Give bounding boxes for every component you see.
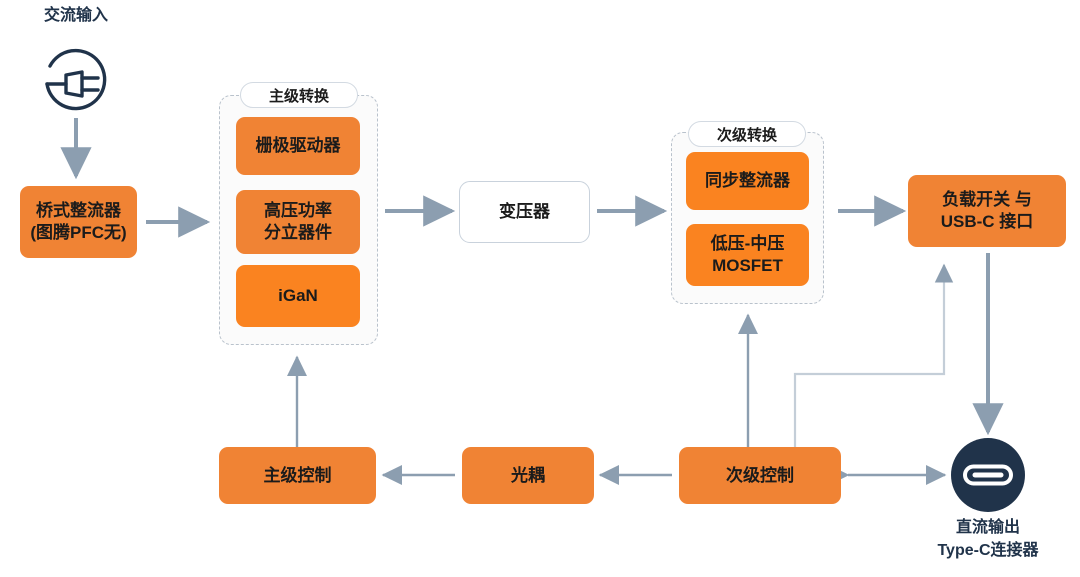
group-label-secondary-conversion: 次级转换 [688, 121, 806, 147]
group-label-primary-conversion: 主级转换 [240, 82, 358, 108]
dc-output-caption: 直流输出 Type-C连接器 [937, 519, 1039, 560]
node-primary-control[interactable]: 主级控制 [219, 447, 376, 504]
node-secondary-control[interactable]: 次级控制 [679, 447, 841, 504]
node-sync-rectifier[interactable]: 同步整流器 [686, 152, 809, 210]
node-transformer[interactable]: 变压器 [459, 181, 590, 243]
ac-plug-icon [36, 42, 116, 118]
node-hv-discrete[interactable]: 高压功率 分立器件 [236, 190, 360, 254]
node-bridge-rectifier[interactable]: 桥式整流器 (图腾PFC无) [20, 186, 137, 258]
node-load-switch[interactable]: 负载开关 与 USB-C 接口 [908, 175, 1066, 247]
ac-input-label: 交流输入 [43, 7, 108, 24]
usb-type-c-icon [950, 437, 1026, 513]
node-gate-driver[interactable]: 栅极驱动器 [236, 117, 360, 175]
node-optocoupler[interactable]: 光耦 [462, 447, 594, 504]
node-lv-mv-mosfet[interactable]: 低压-中压 MOSFET [686, 224, 809, 286]
node-igan[interactable]: iGaN [236, 265, 360, 327]
